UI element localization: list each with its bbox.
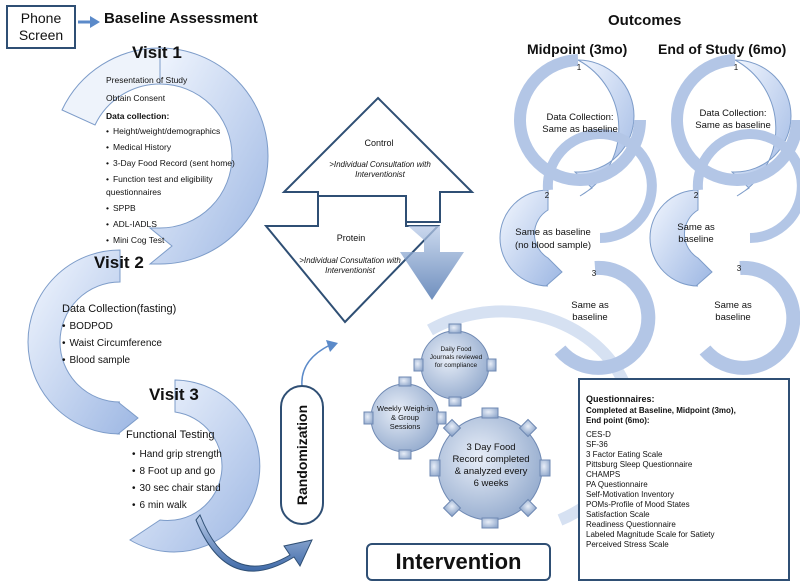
dark-arrow (195, 514, 313, 572)
list-item: Mini Cog Test (106, 234, 266, 247)
end-step3-text: Same as baseline (714, 300, 752, 323)
protein-label: Protein (336, 233, 366, 243)
end-num-2: 2 (693, 191, 699, 200)
gear3-text: 3 Day Food Record completed & analyzed e… (452, 442, 530, 489)
questionnaires-title: Questionnaires: (586, 394, 655, 404)
phone-line2: Screen (18, 27, 64, 43)
phone-line1: Phone (20, 10, 62, 26)
mid-step2-line2: (no blood sample) (514, 240, 592, 251)
list-item: ADL-IADLS (106, 218, 266, 231)
list-item: Height/weight/demographics (106, 125, 266, 138)
visit2-ring (27, 249, 139, 435)
visit1-line1: Presentation of Study (106, 75, 188, 85)
mid-num-2: 2 (544, 191, 550, 200)
baseline-title: Baseline Assessment (104, 10, 258, 27)
end-step1-text: Data Collection: Same as baseline (695, 108, 771, 131)
list-item: SF-36 (586, 440, 608, 449)
visit1-content: Presentation of Study Obtain Consent Dat… (106, 74, 266, 247)
list-item: Perceived Stress Scale (586, 540, 669, 549)
mid-num-3: 3 (591, 269, 597, 278)
list-item: Self-Motivation Inventory (586, 490, 675, 499)
list-item: Medical History (106, 141, 266, 154)
list-item: 30 sec chair stand (132, 482, 276, 496)
randomization-arrow (301, 344, 331, 387)
gear-3 (429, 407, 551, 529)
randomization-box: Randomization (280, 385, 324, 525)
gear-1 (413, 323, 497, 407)
gear2-text: Weekly Weigh-in & Group Sessions (377, 404, 433, 431)
mid-step3-text: Same as baseline (571, 300, 609, 323)
list-item: 6 min walk (132, 499, 276, 513)
list-item: Blood sample (62, 354, 222, 368)
mid-step2-line1: Same as baseline (515, 227, 591, 238)
list-item: Labeled Magnitude Scale for Satiety (586, 530, 715, 539)
intervention-box: Intervention (366, 543, 551, 581)
list-item: 3-Day Food Record (sent home) (106, 157, 266, 170)
midpoint-rings (499, 54, 657, 375)
outcomes-title: Outcomes (608, 12, 682, 29)
visit2-heading: Data Collection(fasting) (62, 303, 177, 315)
list-item: CHAMPS (586, 470, 621, 479)
visit3-title: Visit 3 (149, 385, 199, 404)
list-item: 3 Factor Eating Scale (586, 450, 663, 459)
visit2-content: Data Collection(fasting) BODPOD Waist Ci… (62, 302, 222, 368)
list-item: SPPB (106, 202, 266, 215)
list-item: Hand grip strength (132, 448, 276, 462)
visit3-content: Functional Testing Hand grip strength 8 … (126, 428, 276, 513)
list-item: Waist Circumference (62, 337, 222, 351)
list-item: BODPOD (62, 320, 222, 334)
list-item: Satisfaction Scale (586, 510, 650, 519)
visit1-line2: Obtain Consent (106, 93, 166, 103)
end-step2-text: Same as baseline (677, 222, 715, 245)
list-item: POMs-Profile of Mood States (586, 500, 690, 509)
midpoint-title: Midpoint (3mo) (527, 41, 628, 57)
questionnaires-subtitle: Completed at Baseline, Midpoint (3mo), E… (586, 406, 736, 425)
list-item: Pittsburg Sleep Questionnaire (586, 460, 693, 469)
end-num-3: 3 (736, 264, 742, 273)
questionnaires-box: Questionnaires: Completed at Baseline, M… (578, 378, 790, 581)
gear1-text: Daily Food Journals reviewed for complia… (429, 346, 483, 369)
randomization-label: Randomization (294, 404, 310, 506)
mid-step2: Same as baseline (no blood sample) (503, 226, 603, 252)
visit2-title: Visit 2 (94, 253, 144, 272)
list-item: Function test and eligibility questionna… (106, 173, 256, 199)
list-item: 8 Foot up and go (132, 465, 276, 479)
intervention-label: Intervention (395, 549, 522, 574)
mid-num-1: 1 (576, 63, 582, 72)
list-item: Readiness Questionnaire (586, 520, 676, 529)
control-text: >Individual Consultation with Interventi… (329, 160, 431, 179)
end-rings (649, 54, 800, 375)
end-num-1: 1 (733, 63, 739, 72)
phone-screen-box: Phone Screen (6, 5, 76, 49)
list-item: CES-D (586, 430, 611, 439)
phone-arrow (78, 16, 100, 28)
protein-text: >Individual Consultation with Interventi… (299, 256, 401, 275)
visit3-list: Hand grip strength 8 Foot up and go 30 s… (126, 448, 276, 513)
visit3-heading: Functional Testing (126, 429, 215, 441)
visit1-line3: Data collection: (106, 111, 170, 121)
list-item: PA Questionnaire (586, 480, 648, 489)
gear-2 (363, 376, 447, 460)
visit2-list: BODPOD Waist Circumference Blood sample (62, 320, 222, 368)
end-title: End of Study (6mo) (658, 41, 787, 57)
visit1-list: Height/weight/demographics Medical Histo… (106, 125, 266, 247)
visit1-title: Visit 1 (132, 43, 182, 62)
mid-step1-text: Data Collection: Same as baseline (542, 112, 618, 135)
control-label: Control (364, 138, 394, 148)
